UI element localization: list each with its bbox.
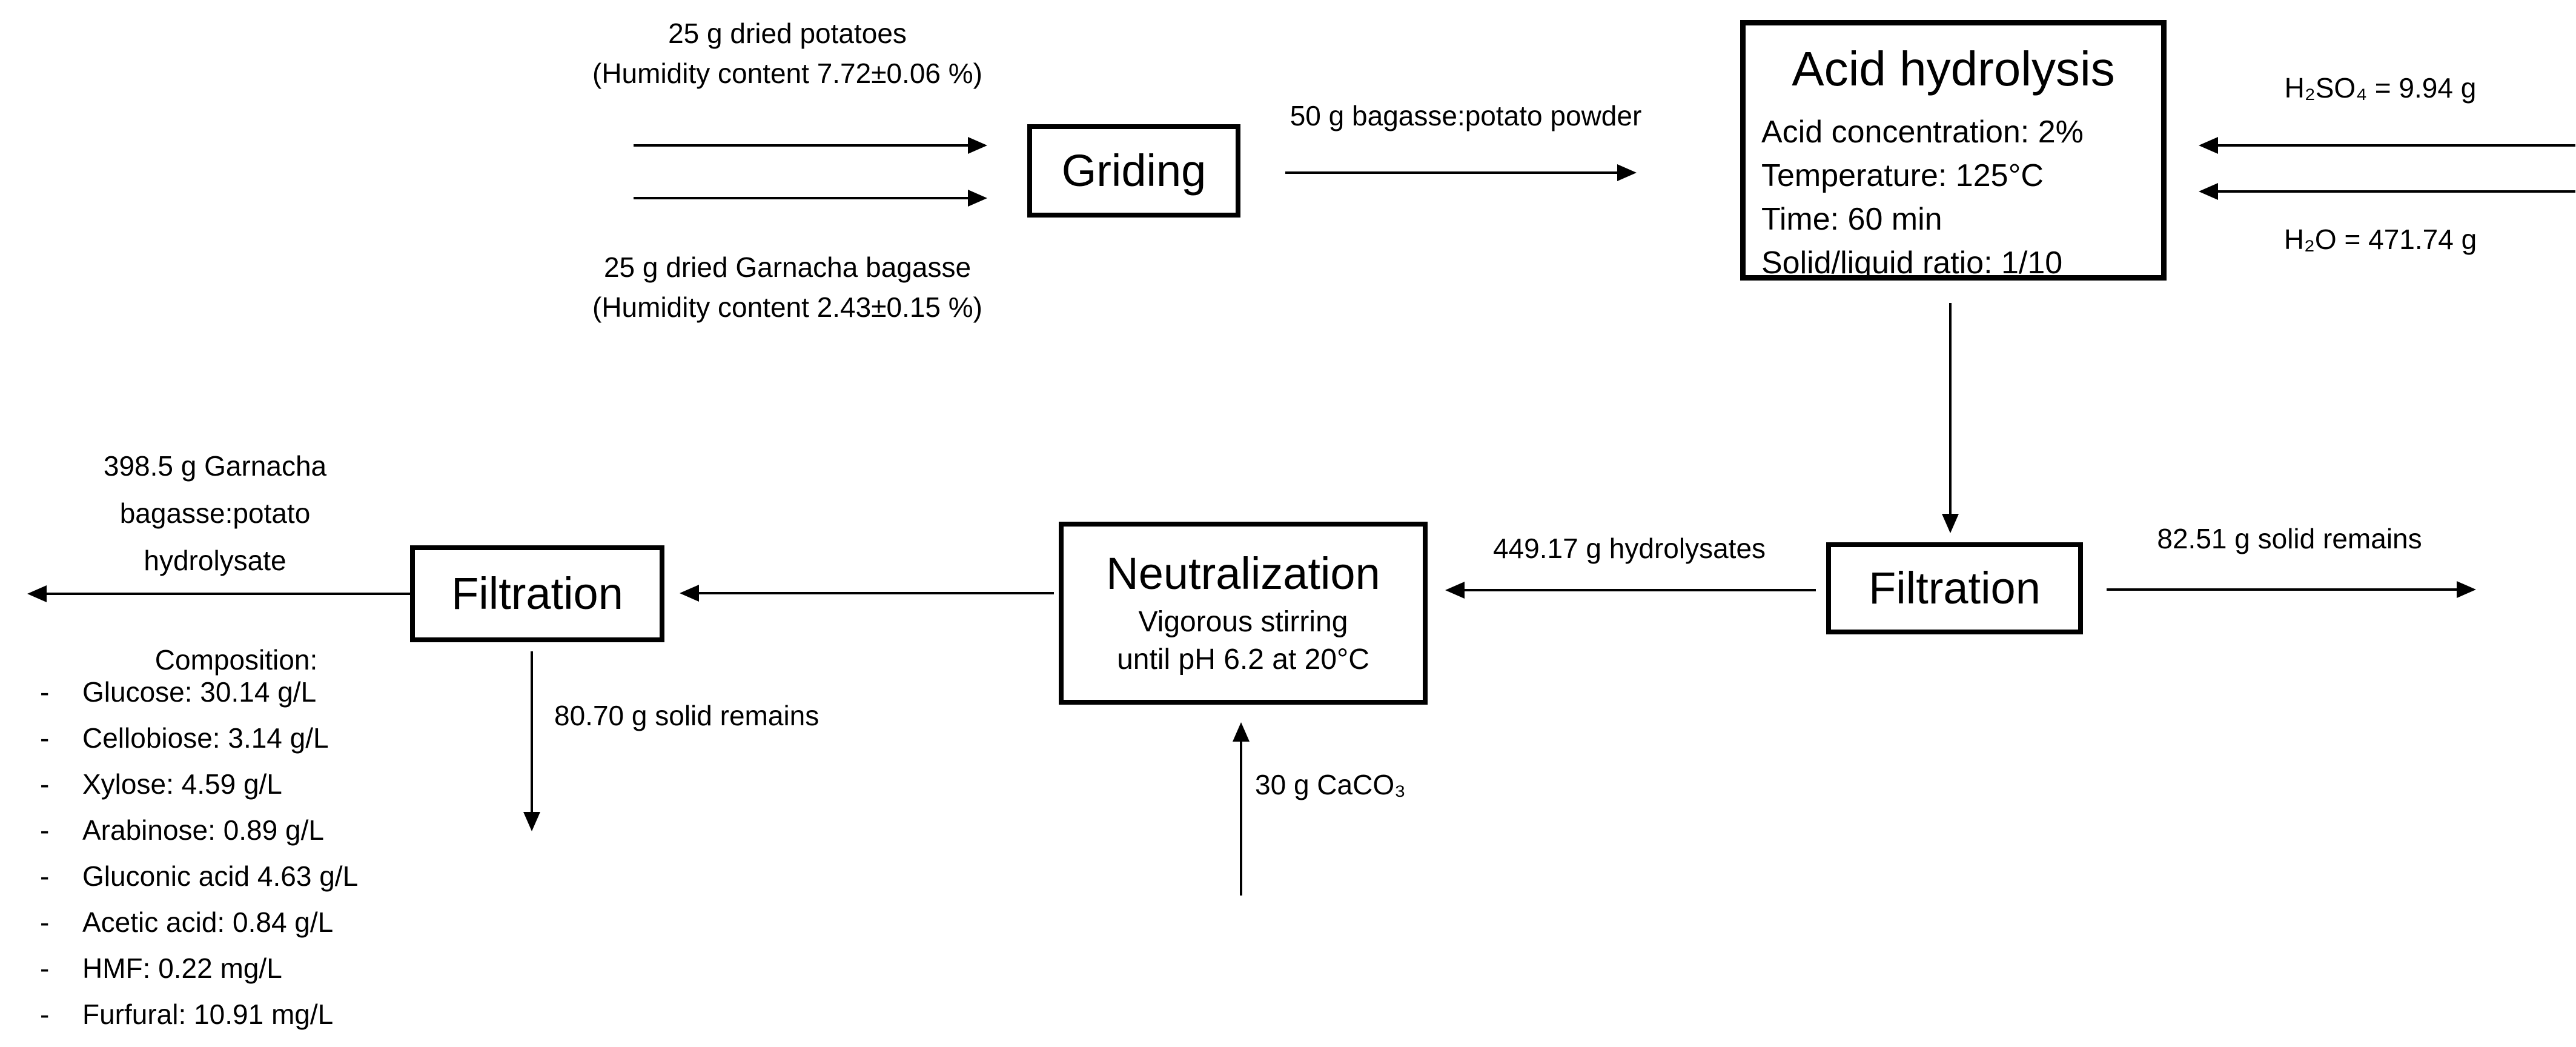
stream-label-solid-remains-right: 82.51 g solid remains	[2157, 523, 2422, 554]
process-box-griding-title: Griding	[1061, 145, 1207, 196]
composition-item-text: Furfural: 10.91 mg/L	[82, 999, 334, 1030]
input-label-dried-potatoes-line2: (Humidity content 7.72±0.06 %)	[592, 58, 982, 89]
composition-item-gluconic-acid: - Gluconic acid 4.63 g/L	[40, 853, 358, 899]
composition-item-cellobiose: - Cellobiose: 3.14 g/L	[40, 715, 358, 761]
list-dash-bullet: -	[40, 860, 50, 892]
arrow-acid-hydrolysis-to-filtration	[1949, 303, 1952, 515]
input-label-caco3: 30 g CaCO₃	[1255, 769, 1406, 800]
input-label-h2o: H₂O = 471.74 g	[2283, 224, 2477, 255]
arrow-potatoes-to-griding	[634, 144, 969, 147]
process-box-neutralization: Neutralization Vigorous stirring until p…	[1059, 522, 1428, 705]
composition-item-xylose: - Xylose: 4.59 g/L	[40, 761, 358, 807]
acid-param-concentration: Acid concentration: 2%	[1761, 115, 2084, 150]
process-box-neutralization-title: Neutralization	[1106, 548, 1380, 599]
acid-hydrolysis-parameters: Acid concentration: 2% Temperature: 125°…	[1746, 110, 2084, 285]
output-label-product-hydrolysate: 398.5 g Garnacha bagasse:potato hydrolys…	[33, 442, 397, 584]
arrow-filtration-to-neutralization	[1463, 589, 1816, 591]
arrow-griding-to-acid-hydrolysis	[1285, 171, 1618, 174]
composition-item-text: Gluconic acid 4.63 g/L	[82, 860, 359, 892]
output-label-product-line1: 398.5 g Garnacha	[103, 450, 327, 482]
composition-item-arabinose: - Arabinose: 0.89 g/L	[40, 807, 358, 853]
acid-param-time: Time: 60 min	[1761, 202, 1942, 237]
composition-item-text: Acetic acid: 0.84 g/L	[82, 906, 334, 938]
input-label-garnacha-bagasse-line1: 25 g dried Garnacha bagasse	[603, 251, 972, 283]
process-box-acid-hydrolysis: Acid hydrolysis Acid concentration: 2% T…	[1740, 20, 2167, 281]
process-box-griding: Griding	[1027, 124, 1240, 218]
composition-heading: Composition:	[154, 644, 318, 676]
list-dash-bullet: -	[40, 722, 50, 754]
stream-label-bagasse-potato-powder: 50 g bagasse:potato powder	[1290, 100, 1642, 131]
composition-item-text: Arabinose: 0.89 g/L	[82, 814, 324, 846]
list-dash-bullet: -	[40, 906, 50, 938]
input-label-garnacha-bagasse: 25 g dried Garnacha bagasse (Humidity co…	[485, 247, 1090, 327]
input-label-dried-potatoes: 25 g dried potatoes (Humidity content 7.…	[485, 13, 1090, 93]
arrow-filtration-left-to-product	[45, 593, 410, 595]
process-box-filtration-right: Filtration	[1826, 542, 2083, 634]
composition-item-text: Cellobiose: 3.14 g/L	[82, 722, 329, 754]
list-dash-bullet: -	[40, 999, 50, 1030]
acid-param-solid-liquid-ratio: Solid/liquid ratio: 1/10	[1761, 245, 2063, 281]
input-label-dried-potatoes-line1: 25 g dried potatoes	[668, 18, 907, 49]
list-dash-bullet: -	[40, 676, 50, 708]
arrow-bagasse-to-griding	[634, 197, 969, 199]
composition-item-hmf: - HMF: 0.22 mg/L	[40, 945, 358, 991]
process-box-filtration-left: Filtration	[410, 545, 664, 642]
composition-item-text: Glucose: 30.14 g/L	[82, 676, 317, 708]
arrow-h2o-to-acid-hydrolysis	[2217, 190, 2575, 193]
output-label-product-line3: hydrolysate	[144, 545, 286, 576]
list-dash-bullet: -	[40, 952, 50, 984]
process-box-acid-hydrolysis-title: Acid hydrolysis	[1792, 42, 2115, 96]
composition-item-text: Xylose: 4.59 g/L	[82, 768, 282, 800]
process-box-filtration-left-title: Filtration	[451, 568, 623, 619]
composition-item-acetic-acid: - Acetic acid: 0.84 g/L	[40, 899, 358, 945]
arrow-filtration-to-solid-remains-right	[2107, 588, 2458, 591]
arrow-neutralization-to-filtration-left	[698, 592, 1054, 594]
process-box-filtration-right-title: Filtration	[1869, 563, 2041, 613]
composition-item-glucose: - Glucose: 30.14 g/L	[40, 669, 358, 715]
input-label-garnacha-bagasse-line2: (Humidity content 2.43±0.15 %)	[592, 291, 982, 323]
list-dash-bullet: -	[40, 768, 50, 800]
neutralization-parameters: Vigorous stirring until pH 6.2 at 20°C	[1117, 603, 1369, 679]
stream-label-solid-remains-left: 80.70 g solid remains	[554, 700, 819, 731]
arrow-filtration-left-to-solid-remains	[531, 651, 533, 813]
composition-item-text: HMF: 0.22 mg/L	[82, 952, 282, 984]
list-dash-bullet: -	[40, 814, 50, 846]
arrow-h2so4-to-acid-hydrolysis	[2217, 144, 2575, 147]
stream-label-hydrolysates: 449.17 g hydrolysates	[1492, 533, 1766, 564]
neutralization-param-stirring: Vigorous stirring	[1138, 606, 1348, 638]
neutralization-param-ph: until pH 6.2 at 20°C	[1117, 643, 1369, 676]
composition-item-furfural: - Furfural: 10.91 mg/L	[40, 991, 358, 1037]
output-label-product-line2: bagasse:potato	[119, 497, 311, 529]
composition-list: - Glucose: 30.14 g/L - Cellobiose: 3.14 …	[40, 669, 358, 1037]
input-label-h2so4: H₂SO₄ = 9.94 g	[2284, 72, 2477, 104]
acid-param-temperature: Temperature: 125°C	[1761, 158, 2044, 193]
arrow-caco3-to-neutralization	[1240, 740, 1242, 896]
